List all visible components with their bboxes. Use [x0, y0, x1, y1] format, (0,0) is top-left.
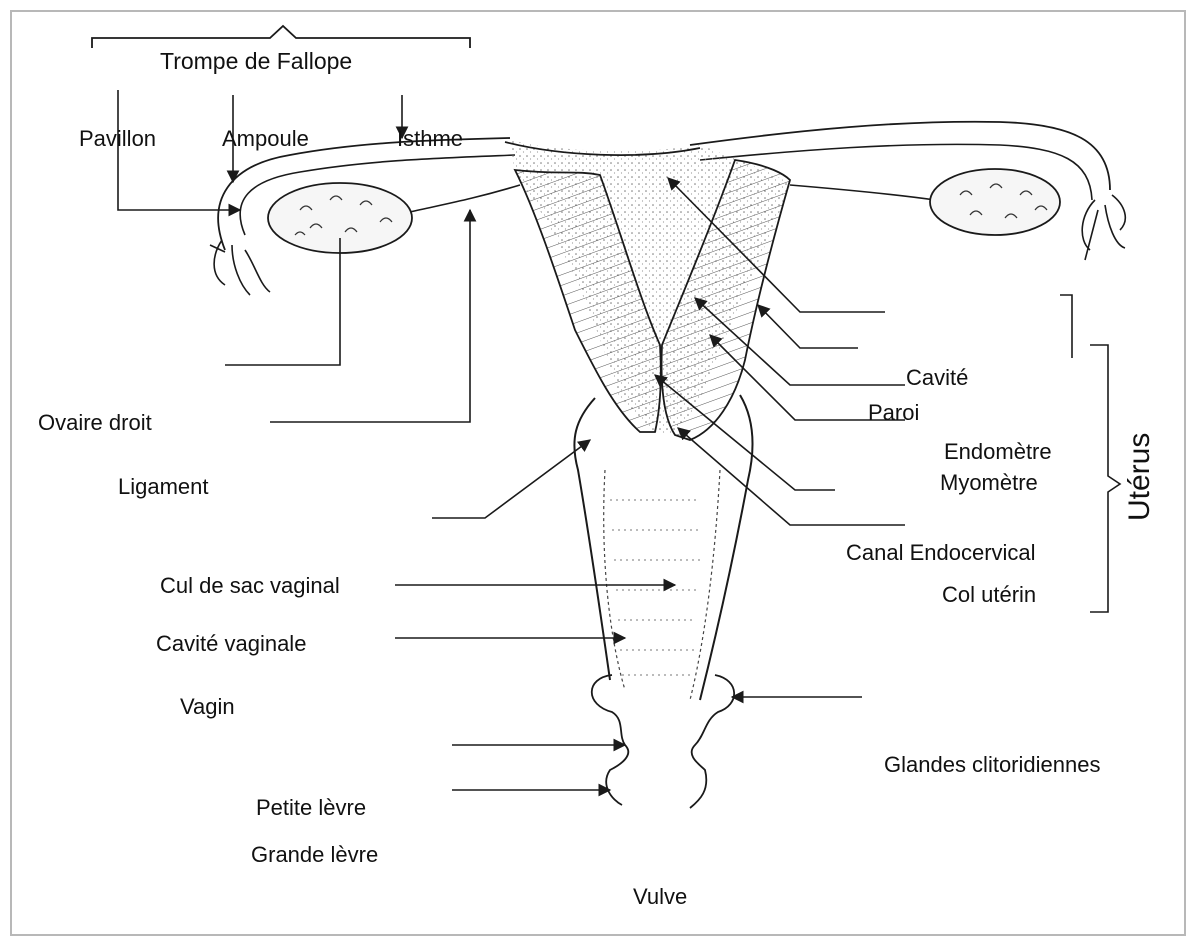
label-myometrium: Myomètre: [940, 472, 1038, 494]
label-cavity: Cavité: [906, 367, 968, 389]
label-uterus: Utérus: [1125, 441, 1155, 521]
labia-left: [592, 675, 629, 805]
vaginal-rugae: [610, 500, 702, 675]
label-vaginal-fornix: Cul de sac vaginal: [160, 575, 340, 597]
label-ampulla: Ampoule: [222, 128, 309, 150]
label-endocervical-canal: Canal Endocervical: [846, 542, 1036, 564]
label-infundibulum: Pavillon: [79, 128, 156, 150]
label-endometrium: Endomètre: [944, 441, 1052, 463]
leader-lines: [118, 90, 905, 790]
label-labia-majora: Grande lèvre: [251, 844, 378, 866]
label-clitoral-glands: Glandes clitoridiennes: [884, 754, 1100, 776]
label-vulva: Vulve: [633, 886, 687, 908]
label-labia-minora: Petite lèvre: [256, 797, 366, 819]
right-fimbriae: [1082, 195, 1125, 260]
label-right-ovary: Ovaire droit: [38, 412, 152, 434]
vaginal-wall-right: [700, 395, 753, 700]
label-vaginal-cavity: Cavité vaginale: [156, 633, 306, 655]
uterus-brace: [1060, 295, 1120, 612]
label-vagina: Vagin: [180, 696, 235, 718]
labia-right: [690, 675, 734, 808]
label-wall: Paroi: [868, 402, 919, 424]
left-fimbriae: [210, 240, 270, 295]
label-fallopian-tube: Trompe de Fallope: [160, 50, 352, 73]
right-ovary: [930, 169, 1060, 235]
fallopian-tube-bracket: [92, 26, 470, 48]
label-ligament: Ligament: [118, 476, 209, 498]
label-isthmus: Isthme: [397, 128, 463, 150]
label-cervix: Col utérin: [942, 584, 1036, 606]
